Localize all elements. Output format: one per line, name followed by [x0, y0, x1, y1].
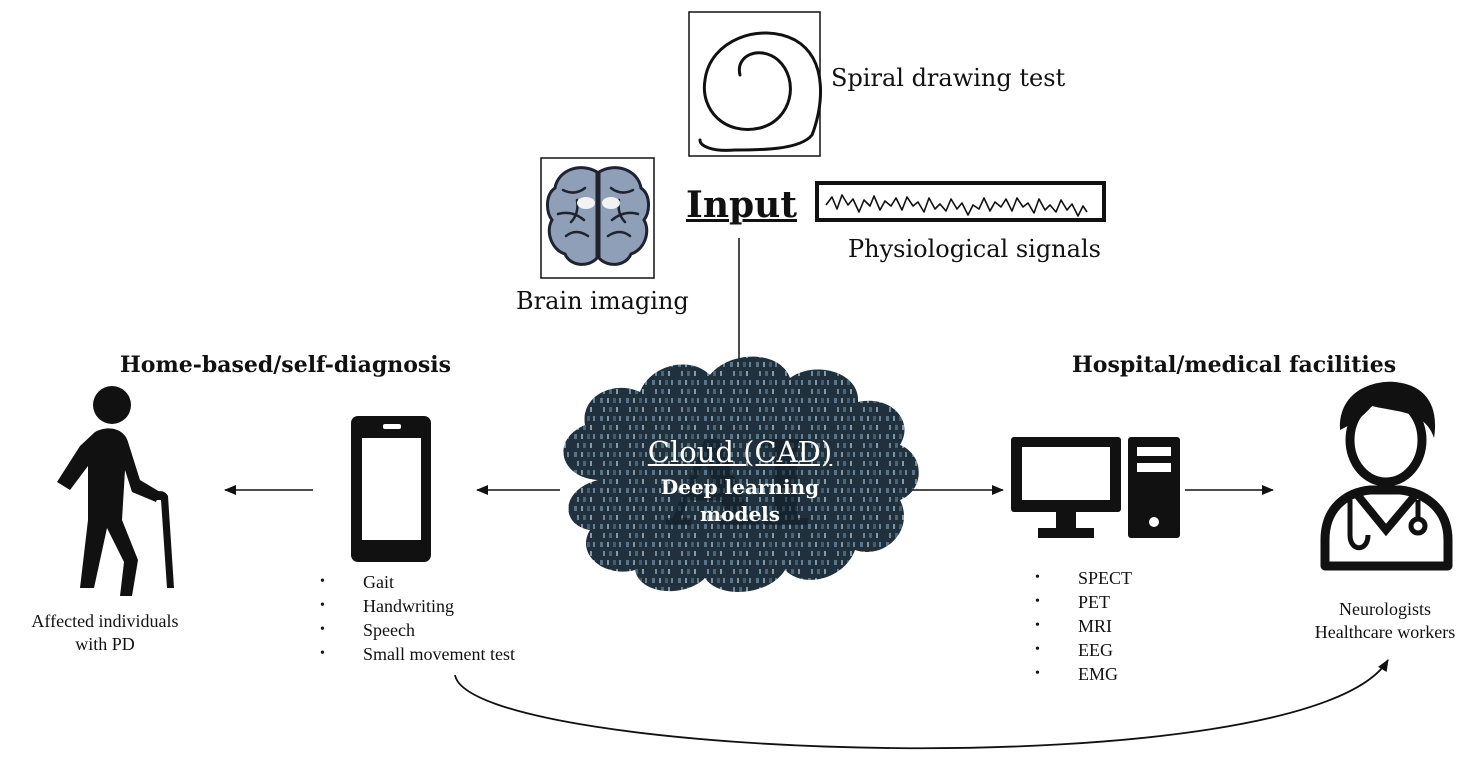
list-item: Small movement test [320, 642, 515, 666]
affected-individuals-label: Affected individuals with PD [5, 610, 205, 657]
brain-imaging-icon [540, 157, 655, 279]
list-item: MRI [1035, 614, 1132, 638]
list-item: Gait [320, 570, 515, 594]
spiral-drawing-icon [688, 11, 823, 157]
healthcare-workers-line: Healthcare workers [1314, 622, 1456, 643]
physiological-signals-label: Physiological signals [848, 235, 1101, 263]
doctor-icon [1320, 381, 1453, 571]
neurologists-line: Neurologists [1339, 599, 1431, 619]
list-item: PET [1035, 590, 1132, 614]
affected-individuals-line1: Affected individuals [31, 611, 179, 631]
input-title: Input [686, 184, 797, 226]
cloud-title: Cloud (CAD) [647, 435, 833, 469]
hospital-modalities-list: SPECT PET MRI EEG EMG [1035, 566, 1132, 686]
home-diagnosis-title: Home-based/self-diagnosis [120, 352, 452, 378]
physiological-signal-icon [815, 181, 1106, 222]
healthcare-workers-label: Neurologists Healthcare workers [1290, 598, 1480, 645]
brain-imaging-label: Brain imaging [516, 287, 689, 315]
cloud-label-block: AI Cloud (CAD) Deep learning models [640, 405, 840, 543]
hospital-title: Hospital/medical facilities [1072, 352, 1397, 378]
ai-watermark: AI [666, 414, 814, 553]
affected-individuals-line2: with PD [75, 634, 135, 655]
smartphone-icon [351, 416, 431, 562]
desktop-computer-icon [1011, 437, 1180, 538]
elderly-person-icon [57, 386, 174, 596]
home-tests-list: Gait Handwriting Speech Small movement t… [320, 570, 515, 666]
cloud-subtitle-line2: models [699, 502, 781, 526]
list-item: Handwriting [320, 594, 515, 618]
list-item: EEG [1035, 638, 1132, 662]
cloud-subtitle-line1: Deep learning [660, 475, 820, 499]
spiral-drawing-label: Spiral drawing test [831, 64, 1066, 92]
list-item: EMG [1035, 662, 1132, 686]
list-item: Speech [320, 618, 515, 642]
list-item: SPECT [1035, 566, 1132, 590]
arrow-home-to-hospital-curve [454, 659, 1389, 750]
